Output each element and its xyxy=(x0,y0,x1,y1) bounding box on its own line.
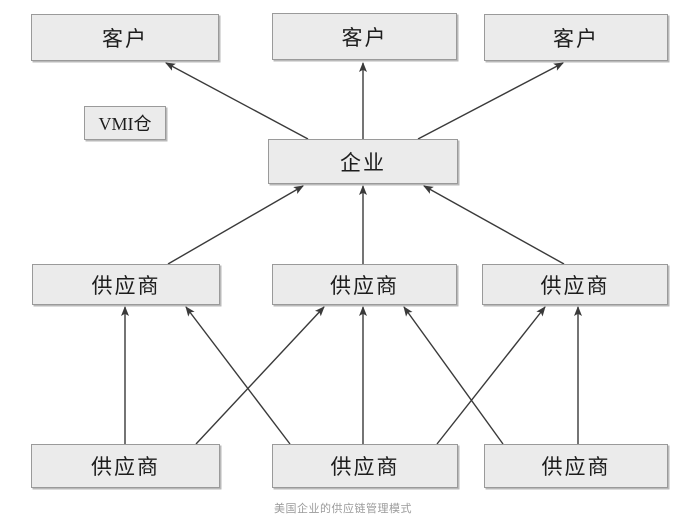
diagram-caption: 美国企业的供应链管理模式 xyxy=(274,503,412,515)
supplier-tier1-box-center[interactable]: 供应商 xyxy=(272,264,457,305)
supplier-tier2-box-center[interactable]: 供应商 xyxy=(272,444,458,488)
edge-enterprise-to-customer-left xyxy=(165,62,309,140)
edge-supplier2-center-to-supplier1-left xyxy=(185,306,291,445)
supplier-tier1-box-right[interactable]: 供应商 xyxy=(482,264,668,305)
edge-supplier1-right-to-enterprise xyxy=(423,185,565,265)
edge-supplier1-left-to-enterprise xyxy=(167,185,304,265)
edge-supplier2-right-to-supplier1-center xyxy=(403,306,504,445)
customer-box-center[interactable]: 客户 xyxy=(272,13,457,60)
edge-enterprise-to-customer-right xyxy=(417,62,564,140)
customer-box-left[interactable]: 客户 xyxy=(31,14,219,61)
supplier-tier2-box-right[interactable]: 供应商 xyxy=(484,444,668,488)
supplier-tier1-box-left[interactable]: 供应商 xyxy=(32,264,220,305)
edge-supplier2-left-to-supplier1-center xyxy=(195,306,325,445)
supplier-tier2-box-left[interactable]: 供应商 xyxy=(31,444,220,488)
vmi-warehouse-box[interactable]: VMI仓 xyxy=(84,106,166,140)
edge-supplier2-center-to-supplier1-right xyxy=(436,306,546,445)
enterprise-box[interactable]: 企业 xyxy=(268,139,458,184)
customer-box-right[interactable]: 客户 xyxy=(484,14,668,61)
